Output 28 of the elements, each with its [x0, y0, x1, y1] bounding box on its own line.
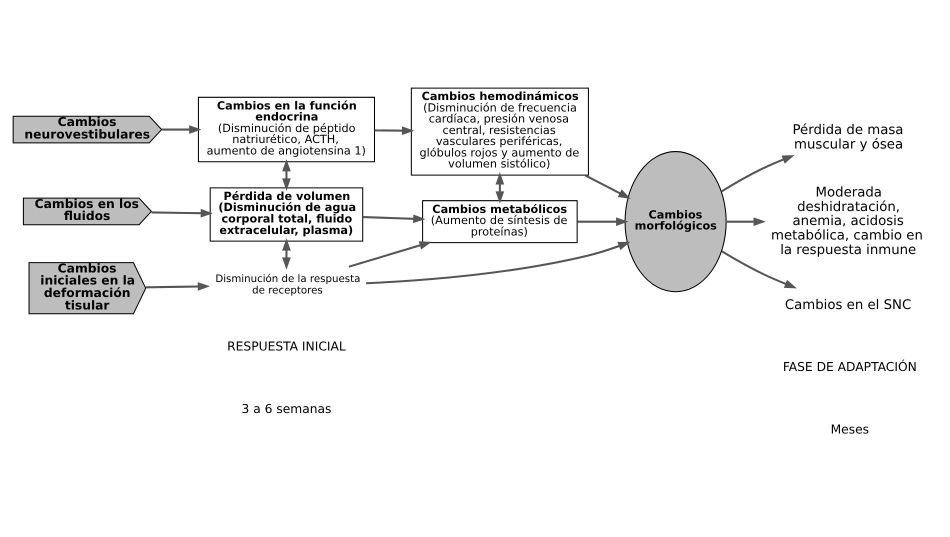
label: RESPUESTA INICIAL: [227, 340, 346, 354]
arrow: [162, 125, 202, 134]
arrow: [282, 238, 291, 270]
arrow: [374, 126, 414, 135]
arrow: [578, 217, 628, 226]
label: Meses: [830, 422, 870, 437]
node-text: Cambios en el SNC: [784, 298, 912, 314]
label: FASE DE ADAPTACIÓN: [782, 360, 917, 374]
node-box: Pérdida de volumen (Disminución de agua corporal total, fluido extracelular, plasma): [210, 187, 364, 242]
arrow: [282, 159, 291, 191]
node-text: Disminución de la respuesta de receptores: [215, 274, 360, 296]
arrow: [721, 250, 797, 288]
arrow: [584, 174, 631, 199]
node-box: Cambios hemodinámicos (Disminución de frecuencia cardíaca, presión venosa central, resistencias vasculares periféricas, glóbulos rojos y aumento de volumen sistólico): [410, 88, 589, 176]
node-box: Cambios metabólicos (Aumento de síntesis de proteínas): [422, 200, 578, 244]
arrow: [152, 208, 213, 218]
arrow: [496, 172, 504, 204]
arrow: [146, 282, 210, 291]
arrow: [362, 214, 426, 224]
arrow: [726, 217, 766, 226]
label: 3 a 6 semanas: [242, 402, 332, 416]
arrow: [720, 155, 795, 193]
node-text: Pérdida de masa muscular y ósea: [792, 123, 904, 152]
arrow: [348, 241, 432, 268]
arrow: [366, 242, 630, 284]
node-ellipse: Cambios morfológicos: [624, 151, 727, 292]
node-box: Cambios en la función endocrina (Disminución de péptido natriurético, ACTH, aumento de angiotensina 1): [198, 96, 375, 162]
node-text: Moderada deshidratación, anemia, acidosis metabólica, cambio en la respuesta inmune: [771, 185, 923, 258]
